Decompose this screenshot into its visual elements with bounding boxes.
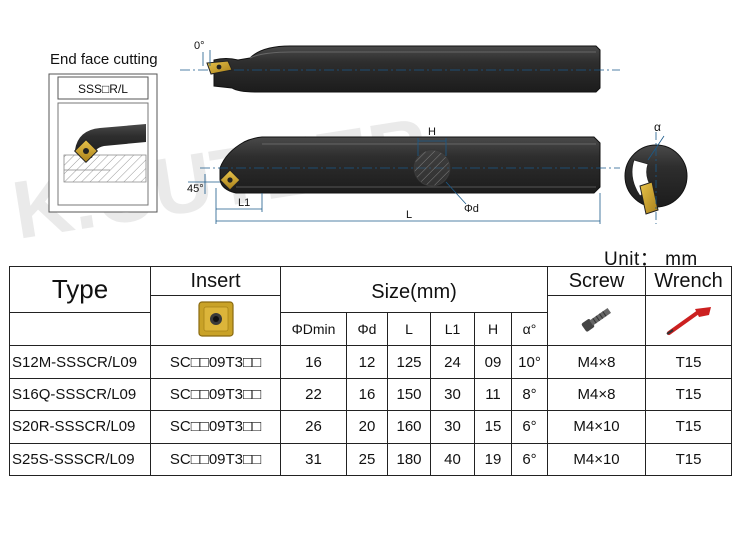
cell-dmin: 26	[280, 410, 347, 444]
table-row: S25S-SSSCR/L09 SC□□09T3□□ 31 25 180 40 1…	[9, 442, 733, 477]
cell-dmin: 16	[280, 345, 347, 379]
cell-wrench: T15	[645, 345, 733, 379]
cell-d: 20	[346, 410, 388, 444]
table-row: S12M-SSSCR/L09 SC□□09T3□□ 16 12 125 24 0…	[9, 345, 733, 379]
cell-alpha: 8°	[510, 377, 549, 412]
cell-l1: 24	[430, 345, 475, 379]
header-screw: Screw	[547, 265, 647, 297]
header-type: Type	[9, 266, 151, 313]
angle-side-label: 45°	[187, 183, 204, 195]
dim-l1-label: L1	[238, 197, 250, 209]
cell-type: S12M-SSSCR/L09	[9, 345, 151, 379]
cell-type: S25S-SSSCR/L09	[9, 442, 151, 477]
end-face-cutting-label: End face cutting	[50, 51, 158, 68]
header-wrench: Wrench	[645, 265, 733, 297]
cell-screw: M4×10	[547, 442, 647, 477]
type-header-spacer	[9, 312, 151, 347]
col-header-l: L	[387, 311, 431, 347]
cell-h: 11	[474, 377, 512, 412]
col-header-dmin: ΦDmin	[280, 311, 347, 347]
spec-table: Type Insert Size(mm) Screw Wrench	[9, 265, 733, 477]
cell-insert: SC□□09T3□□	[150, 442, 281, 477]
col-header-alpha: α°	[510, 311, 549, 347]
insert-icon	[197, 301, 234, 337]
unit-label: Unit： mm	[604, 249, 698, 270]
col-header-l1: L1	[430, 311, 475, 347]
insert-image-cell	[150, 295, 281, 347]
cell-h: 19	[474, 442, 512, 477]
cell-d: 12	[346, 345, 388, 379]
cell-l1: 30	[430, 377, 475, 412]
header-size: Size(mm)	[279, 266, 549, 313]
cell-type: S16Q-SSSCR/L09	[9, 377, 151, 412]
cell-l: 150	[387, 377, 431, 412]
cell-d: 16	[346, 377, 388, 412]
cell-l1: 40	[430, 442, 475, 477]
cell-wrench: T15	[645, 377, 733, 412]
cell-screw: M4×8	[547, 377, 647, 412]
dim-h-label: H	[428, 126, 436, 138]
cell-dmin: 22	[280, 377, 347, 412]
cell-l: 160	[387, 410, 431, 444]
inset-code: SSS□R/L	[78, 82, 128, 96]
screw-icon	[581, 307, 611, 332]
cell-screw: M4×10	[547, 410, 647, 444]
dim-l-label: L	[406, 209, 412, 221]
header-insert: Insert	[150, 265, 281, 297]
col-header-h: H	[474, 311, 512, 347]
cell-l: 180	[387, 442, 431, 477]
cell-type: S20R-SSSCR/L09	[9, 410, 151, 444]
cell-dmin: 31	[280, 442, 347, 477]
wrench-image-cell	[645, 295, 733, 347]
cell-wrench: T15	[645, 410, 733, 444]
cell-screw: M4×8	[547, 345, 647, 379]
cell-insert: SC□□09T3□□	[150, 345, 281, 379]
angle-top-label: 0°	[194, 40, 205, 52]
screw-image-cell	[547, 295, 647, 347]
tool-side-view: H Φd 45° L1 L	[187, 126, 620, 224]
tool-top-view: 0°	[180, 40, 620, 93]
end-face-inset: SSS□R/L	[48, 73, 158, 213]
cell-alpha: 10°	[510, 345, 549, 379]
cell-l: 125	[387, 345, 431, 379]
cell-alpha: 6°	[510, 410, 549, 444]
tool-end-view: α	[624, 120, 688, 224]
cell-wrench: T15	[645, 442, 733, 477]
wrench-icon	[665, 306, 711, 335]
cell-insert: SC□□09T3□□	[150, 377, 281, 412]
cell-h: 09	[474, 345, 512, 379]
col-header-d: Φd	[346, 311, 388, 347]
dim-phid-label: Φd	[464, 203, 479, 215]
cell-alpha: 6°	[510, 442, 549, 477]
dim-alpha-label: α	[654, 120, 661, 134]
cell-d: 25	[346, 442, 388, 477]
table-row: S20R-SSSCR/L09 SC□□09T3□□ 26 20 160 30 1…	[9, 410, 733, 444]
cell-l1: 30	[430, 410, 475, 444]
cell-insert: SC□□09T3□□	[150, 410, 281, 444]
technical-drawing: K.CUTEER SSS□R/L 0°	[7, 40, 688, 240]
cell-h: 15	[474, 410, 512, 444]
table-row: S16Q-SSSCR/L09 SC□□09T3□□ 22 16 150 30 1…	[9, 377, 733, 412]
